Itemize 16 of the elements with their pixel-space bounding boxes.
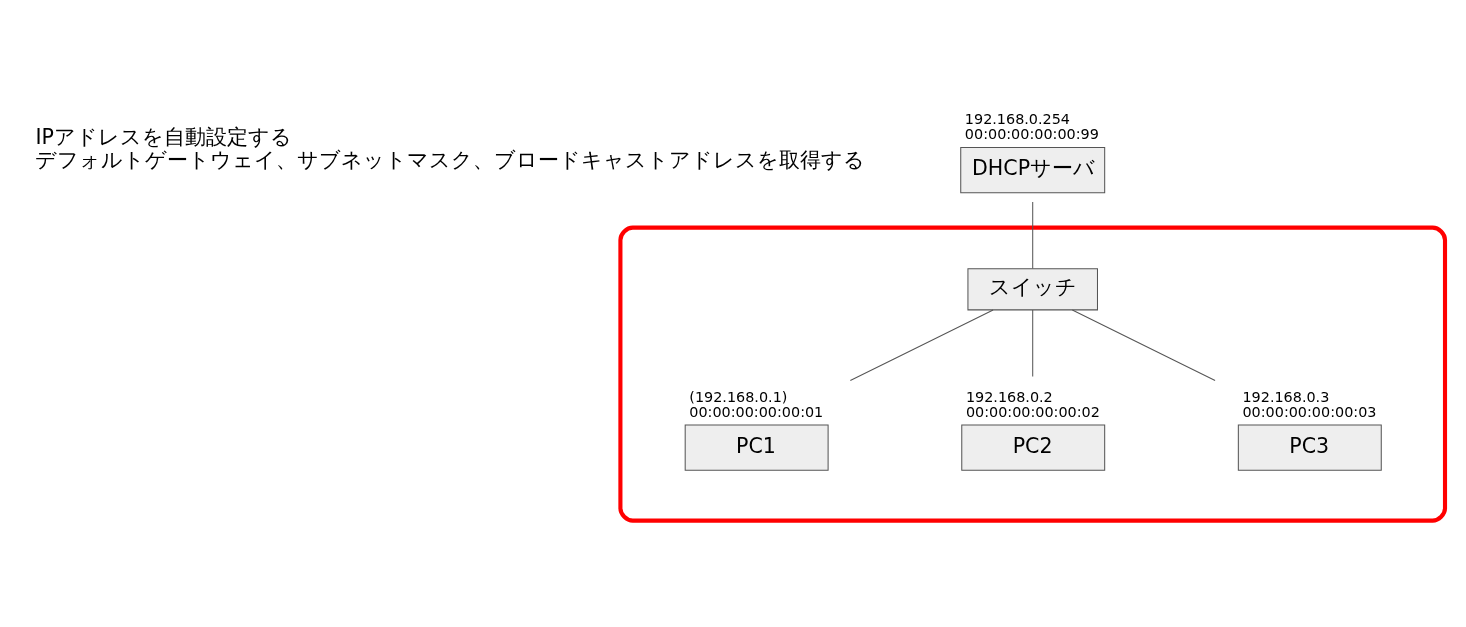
node-label: 00:00:00:00:00:01 <box>689 403 824 420</box>
label: IPアドレスを自動設定する <box>35 124 292 149</box>
node-box: スイッチ <box>967 267 1098 310</box>
label: デフォルトゲートウェイ、サブネットマスク、ブロードキャストアドレスを取得する <box>35 147 866 172</box>
cluster <box>618 225 1448 523</box>
connector <box>1071 308 1216 381</box>
node-label: 00:00:00:00:00:02 <box>965 403 1100 420</box>
connector <box>1032 201 1034 269</box>
node-label: 00:00:00:00:00:99 <box>964 125 1099 142</box>
node-label: (192.168.0.1) <box>689 388 788 405</box>
connector <box>849 308 994 381</box>
node-label: 192.168.0.3 <box>1242 388 1330 405</box>
node-label: 00:00:00:00:00:03 <box>1242 403 1377 420</box>
node-label: 192.168.0.254 <box>964 110 1071 127</box>
connector <box>1032 308 1034 377</box>
node-label: 192.168.0.2 <box>965 388 1053 405</box>
